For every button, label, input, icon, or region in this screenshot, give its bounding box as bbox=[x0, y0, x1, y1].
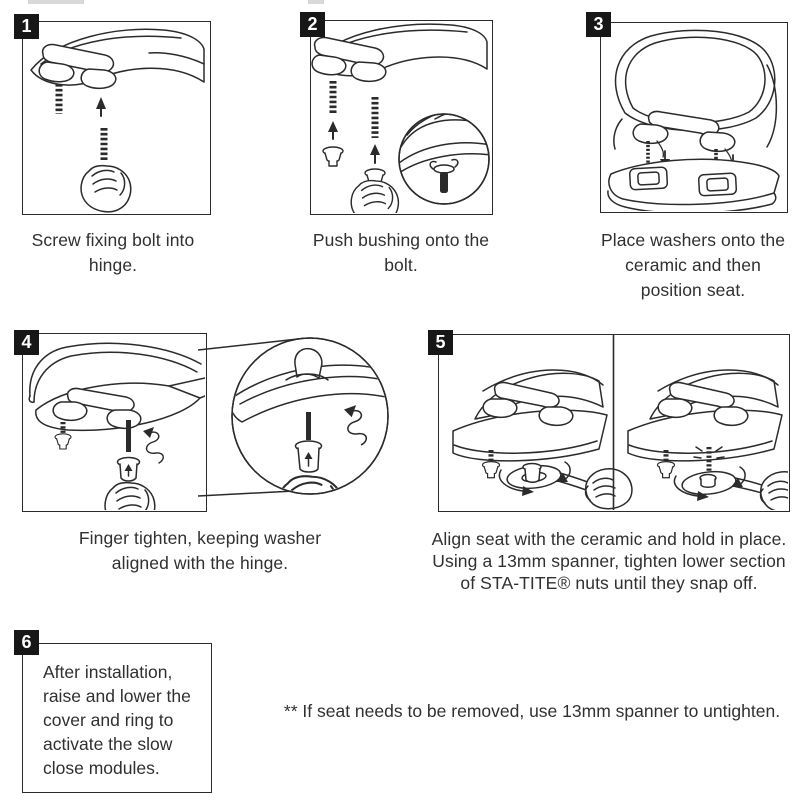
step-2-caption: Push bushing onto the bolt. bbox=[312, 230, 490, 275]
step-5-panel bbox=[438, 334, 790, 512]
step-4-caption: Finger tighten, keeping washer aligned w… bbox=[78, 528, 322, 573]
step-3-panel bbox=[600, 22, 788, 213]
step-1-number-badge: 1 bbox=[14, 14, 39, 39]
step-5-caption: Align seat with the ceramic and hold in … bbox=[431, 529, 787, 593]
step-1-illustration bbox=[30, 28, 205, 213]
step-5-number-badge: 5 bbox=[428, 330, 453, 355]
removal-footnote: ** If seat needs to be removed, use 13mm… bbox=[283, 701, 781, 721]
step-2-illustration bbox=[311, 23, 490, 213]
step-6-caption: After installation, raise and lower the … bbox=[43, 662, 191, 778]
step-6-number-badge: 6 bbox=[14, 630, 39, 655]
step-3-caption: Place washers onto the ceramic and then … bbox=[600, 230, 786, 300]
step-4-magnified-detail bbox=[198, 337, 389, 497]
step-1-panel bbox=[22, 21, 211, 215]
print-artifact bbox=[308, 0, 324, 4]
step-3-number-badge: 3 bbox=[586, 12, 611, 37]
step-4-panel bbox=[22, 333, 207, 512]
step-4-illustration bbox=[28, 342, 205, 510]
step-6-panel: After installation, raise and lower the … bbox=[22, 643, 212, 793]
step-3-illustration bbox=[607, 29, 780, 211]
step-5-illustration bbox=[452, 335, 788, 510]
step-2-panel bbox=[310, 20, 493, 215]
print-artifact bbox=[28, 0, 84, 4]
step-2-number-badge: 2 bbox=[300, 12, 325, 37]
step-1-caption: Screw fixing bolt into hinge. bbox=[31, 230, 195, 275]
step-4-number-badge: 4 bbox=[14, 330, 39, 355]
